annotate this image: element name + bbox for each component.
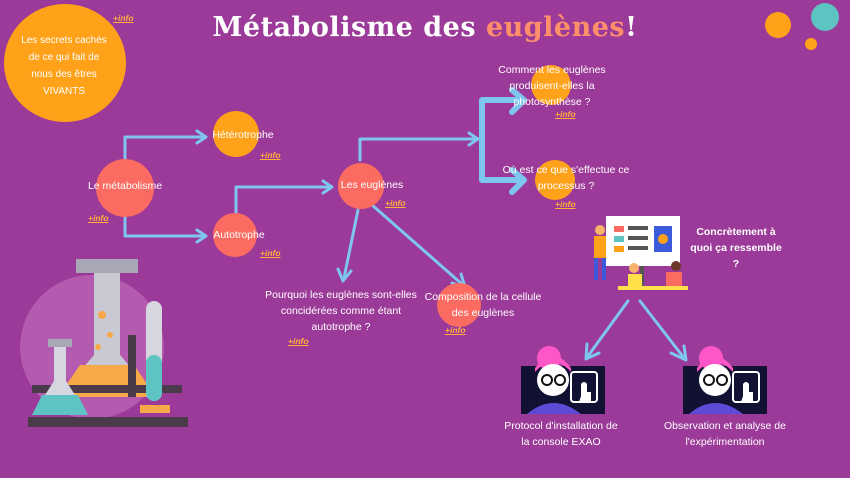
node-process-question[interactable]: Où est ce que s'effectue ce processus ? [502,164,630,192]
arrow-to-why [342,208,360,280]
node-circle-photosynthesis [531,65,571,105]
arrow-to-composition [370,203,465,287]
info-link-why[interactable]: +info [288,336,309,346]
page-title: Métabolisme des euglènes! [212,12,638,43]
corner-note: Les secrets cachés de ce qui fait de nou… [21,35,107,97]
node-euglenes[interactable]: Les euglènes [340,179,404,191]
node-circle-autotroph [213,213,257,257]
node-why-autotroph[interactable]: Pourquoi les euglènes sont-elles concidé… [265,289,417,333]
node-circle-euglenes [338,163,384,209]
arrow-to-euglenes [234,185,332,214]
info-link-autotroph[interactable]: +info [260,248,281,258]
decor-dot-orange [765,12,791,38]
presentation-board-illustration[interactable] [588,212,688,292]
info-link-corner[interactable]: +info [113,13,134,23]
decor-dot-small [805,38,817,50]
video-call-person-icon[interactable] [521,344,605,414]
node-circle-metabolism [96,159,154,217]
concretely-question[interactable]: Concrètement à quoi ça ressemble ? [690,226,782,270]
corner-circle [4,4,126,122]
arrow-to-heterotroph [123,135,206,164]
node-heterotroph[interactable]: Hétérotrophe [212,129,274,141]
arrow-to-autotroph [123,210,206,238]
title-accent: euglènes [485,12,626,43]
node-circle-heterotroph [213,111,259,157]
info-link-composition[interactable]: +info [445,325,466,335]
info-link-heterotroph[interactable]: +info [260,150,281,160]
arrow-to-questions [358,137,478,162]
node-circle-process [535,160,575,200]
node-circle-composition [437,283,481,327]
video-call-person-icon-2[interactable] [683,344,767,414]
node-composition[interactable]: Composition de la cellule des euglènes [424,291,542,319]
node-autotroph[interactable]: Autotrophe [213,229,265,241]
info-link-process[interactable]: +info [555,199,576,209]
lab-flasks-illustration [20,259,188,427]
info-link-photosynthesis[interactable]: +info [555,109,576,119]
info-link-metabolism[interactable]: +info [88,213,109,223]
decor-dot-teal [811,3,839,31]
arrow-to-observation [638,299,686,360]
node-protocol[interactable]: Protocol d'installation de la console EX… [504,420,618,448]
node-metabolism[interactable]: Le métabolisme [87,180,163,192]
node-observation[interactable]: Observation et analyse de l'expérimentat… [664,420,786,448]
info-link-euglenes[interactable]: +info [385,198,406,208]
node-photosynthesis-question[interactable]: Comment les euglènes produisent-elles la… [498,64,606,108]
